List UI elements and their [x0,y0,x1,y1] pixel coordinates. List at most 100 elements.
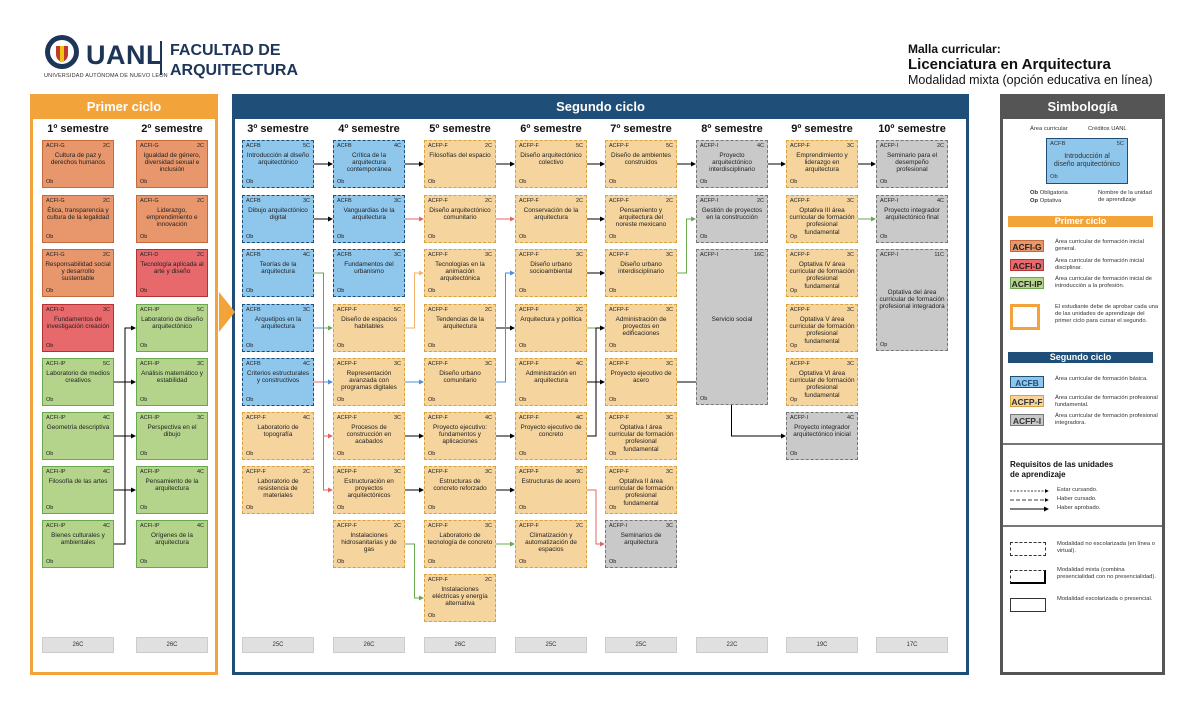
legend-sample-course: ACFB 5C Introducción al diseño arquitect… [1046,138,1128,184]
course-type: Ob [246,451,254,457]
course-name: Optativa IV área curricular de formación… [789,261,855,290]
legend-tag-acfi-g: ACFI-G [1010,240,1044,252]
course-credits: 3C [302,198,310,204]
legend-creditos: Créditos UANL [1088,126,1127,132]
course-credits: 4C [102,415,110,421]
legend-req-arrows [1010,489,1049,512]
course-credits: 3C [102,307,110,313]
semester-header: 1º semestre [47,123,109,135]
course-type: Ob [428,343,436,349]
course-type: Ob [880,179,888,185]
course-area: ACFB [337,198,352,204]
course-name: Pensamiento y arquitectura del noreste m… [615,207,667,229]
legend-box-mixta [1010,570,1046,584]
course-credits: 2C [484,143,492,149]
course-area: ACFP-F [609,415,629,421]
legend-text-acfi-g: Área curricular de formación inicial gen… [1055,239,1144,252]
semester-header: 5º semestre [429,123,491,135]
modality-subtitle: Modalidad mixta (opción educativa en lín… [908,73,1153,87]
course-type: Ob [519,179,527,185]
course-credits: 3C [846,198,854,204]
course-credits: 2C [936,143,944,149]
course-area: ACFI-G [46,252,65,258]
course-type: Ob [246,343,254,349]
course-type: Ob [46,343,54,349]
faculty-line-2: ARQUITECTURA [170,62,298,79]
course-name: Estructuras de concreto reforzado [433,478,487,493]
course-area: ACFP-F [428,252,448,258]
course-credits: 3C [846,143,854,149]
course-credits: 4C [936,198,944,204]
course-type: Ob [337,559,345,565]
course-name: Laboratorio de resistencia de materiales [257,478,299,500]
course-area: ACFP-F [428,523,448,529]
prerequisite-arrow [405,543,424,601]
semester-credit-total: 26C [42,637,114,653]
semester-header: 7º semestre [610,123,672,135]
course-credits: 2C [484,307,492,313]
course-credits: 5C [302,143,310,149]
course-area: ACFI-G [140,143,159,149]
course-type: Ob [519,397,527,403]
legend-sample-credits: 5C [1116,141,1124,147]
course-credits: 3C [393,198,401,204]
course-type: Ob [519,505,527,511]
legend-haber-aprobado: Haber aprobado. [1057,505,1101,511]
legend-op: Op Optativa [1030,198,1062,204]
semester-header: 10º semestre [878,123,946,135]
course-type: Ob [140,234,148,240]
course-area: ACFP-I [880,198,899,204]
course-area: ACFI-IP [140,523,160,529]
course-credits: 3C [484,523,492,529]
course-area: ACFI-IP [46,523,66,529]
course-name: Introducción al diseño arquitectónico [246,152,310,167]
course-name: Seminarios de arquitectura [620,532,662,547]
course-name: Proyecto arquitectónico interdisciplinar… [709,152,755,174]
course-credits: 2C [393,523,401,529]
legend-sep-2 [1003,525,1162,527]
course-credits: 2C [575,307,583,313]
course-area: ACFB [246,252,261,258]
course-type: Ob [246,234,254,240]
legend-text-acfi-ip: Área curricular de formación inicial de … [1055,276,1152,289]
course-credits: 16C [753,252,764,258]
course-name: Teorías de la arquitectura [259,261,297,276]
course-credits: 3C [665,469,673,475]
semester-credit-total: 26C [424,637,496,653]
prerequisite-arrow [587,325,605,383]
course-name: Geometría descriptiva [46,424,110,431]
course-type: Ob [246,397,254,403]
course-area: ACFP-F [790,143,810,149]
course-name: Gestión de proyectos en la construcción [701,207,763,222]
legend-mod-mixta: Modalidad mixta (combina presencialidad … [1057,567,1156,580]
simbologia-panel: Simbología [1000,94,1165,675]
course-type: Ob [337,234,345,240]
course-area: ACFB [337,143,352,149]
course-type: Ob [246,505,254,511]
legend-primer-ciclo: Primer ciclo [1008,216,1153,227]
course-credits: 4C [302,361,310,367]
course-area: ACFP-F [790,252,810,258]
course-credits: 4C [484,415,492,421]
course-area: ACFB [246,198,261,204]
course-credits: 4C [196,469,204,475]
